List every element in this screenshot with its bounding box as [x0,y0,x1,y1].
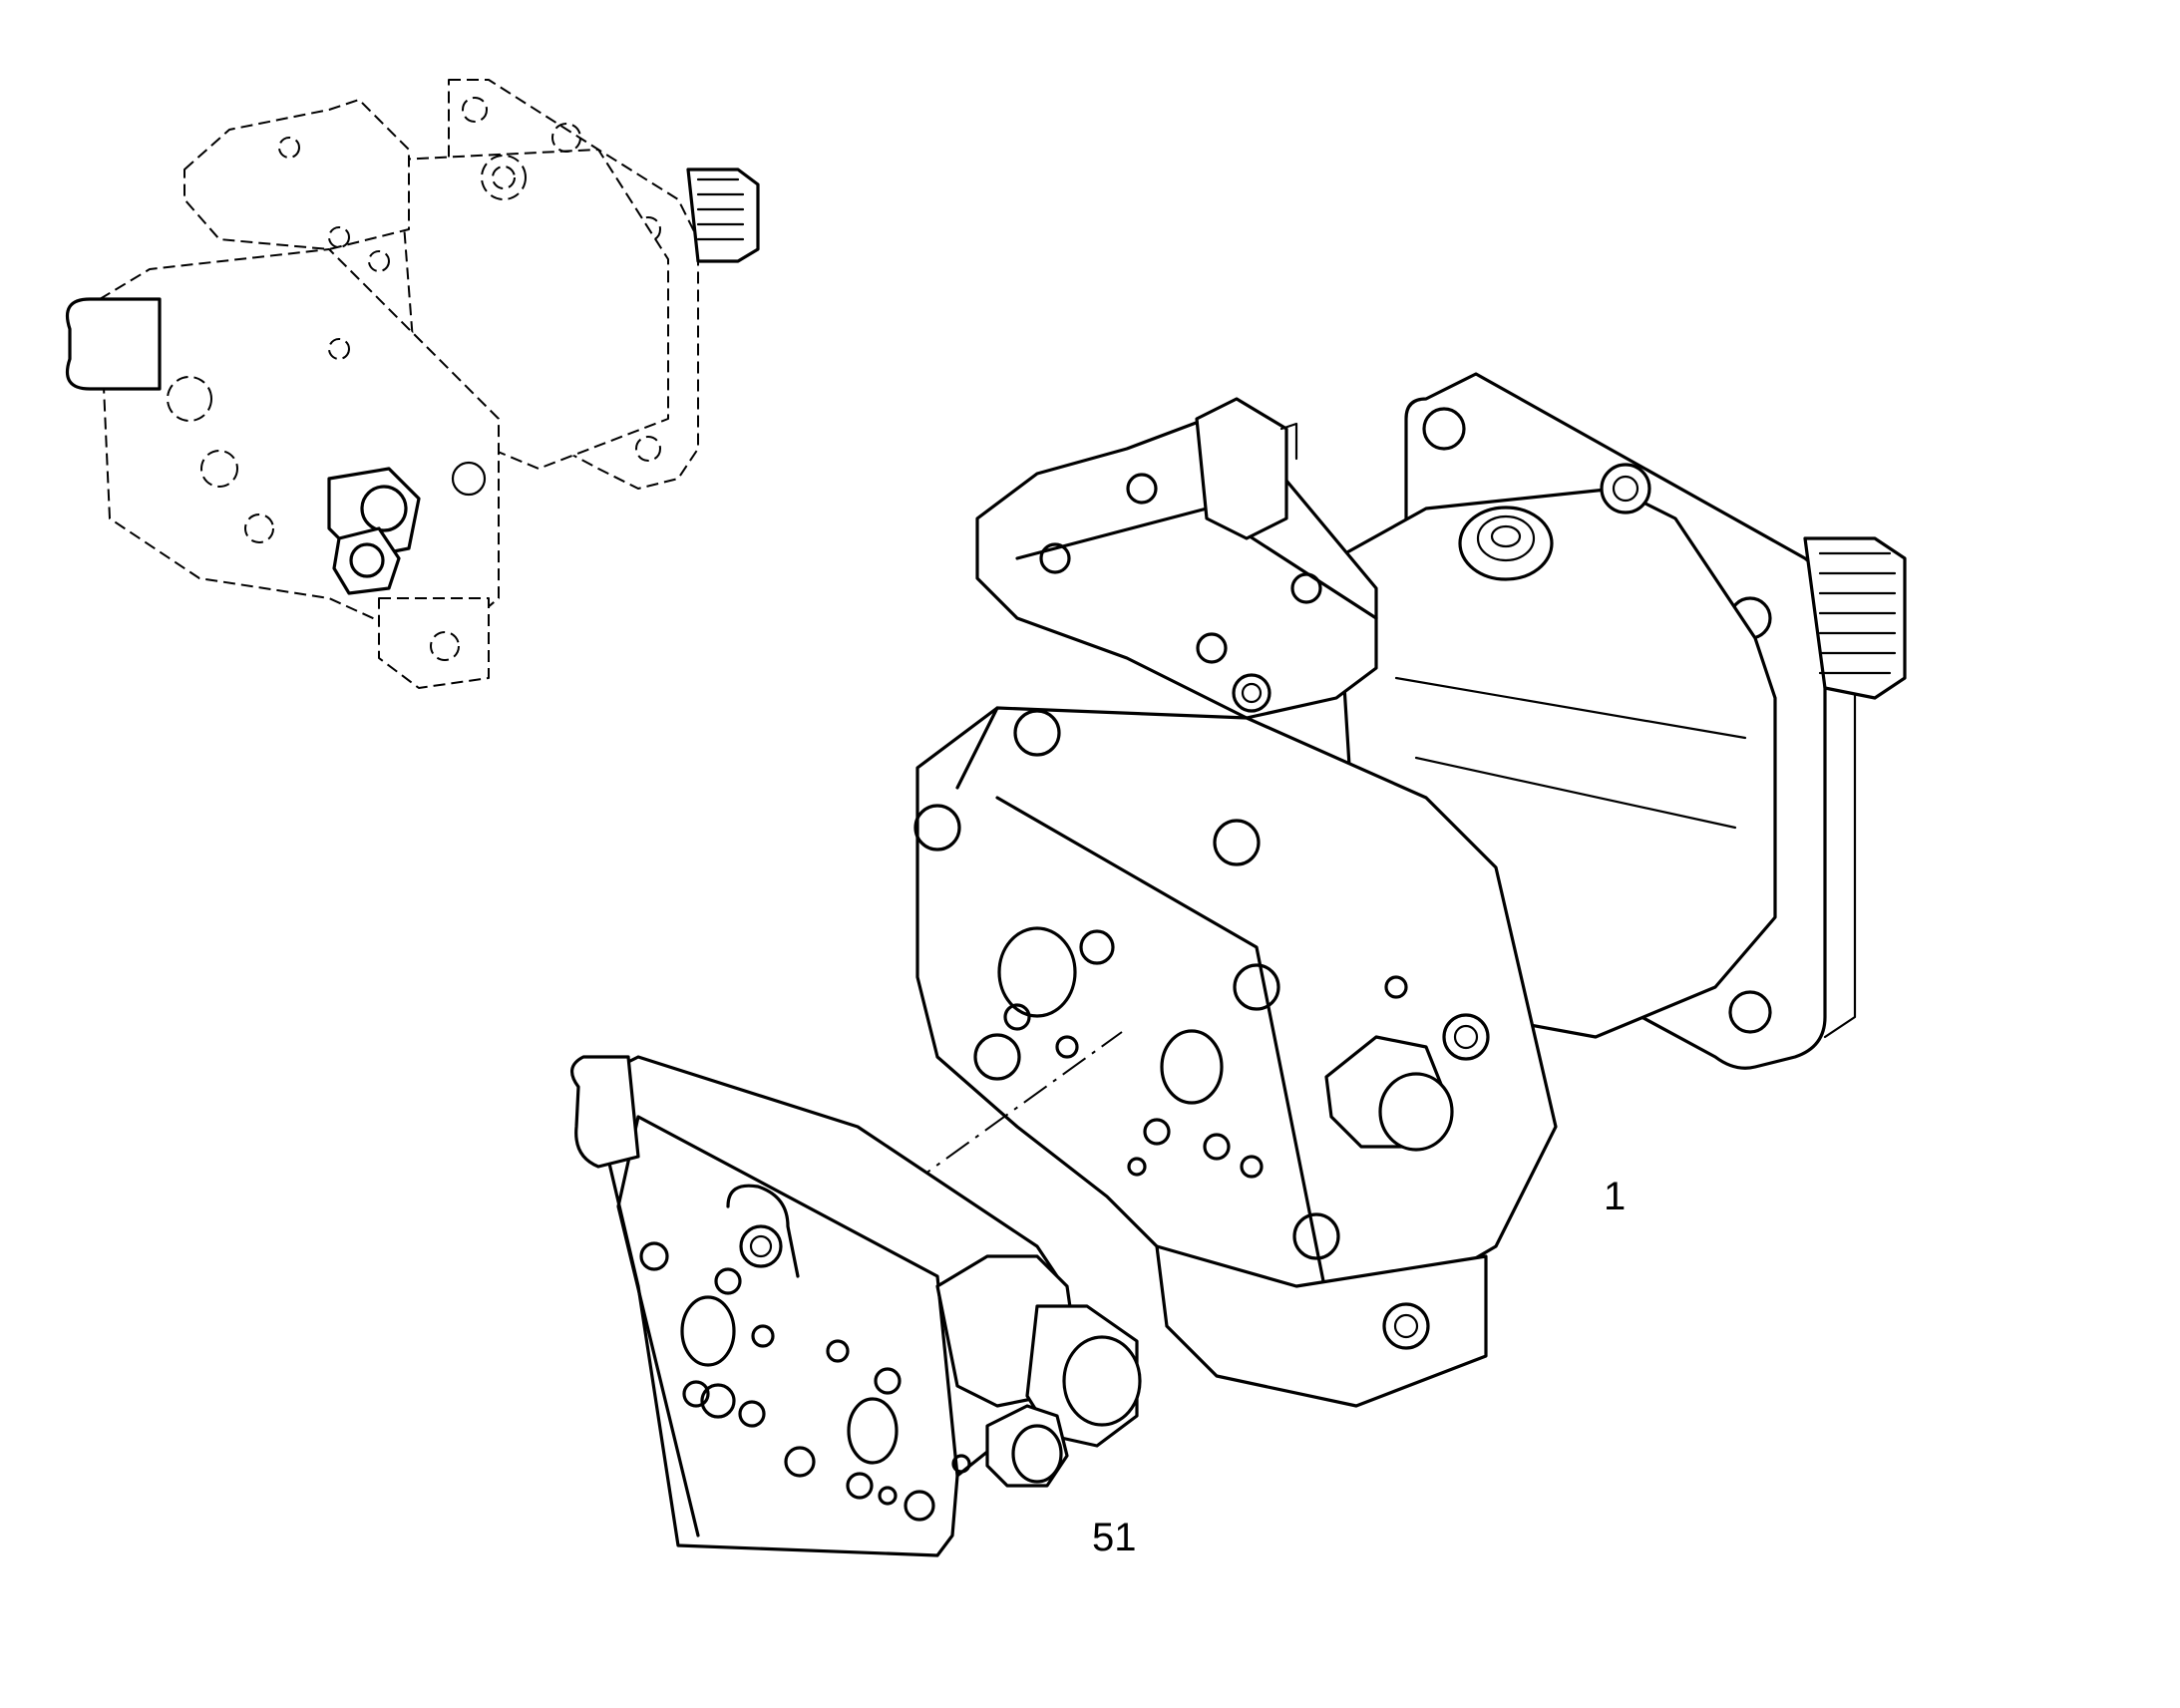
callout-part-1: 1 [1604,1175,1627,1218]
reference-assembly-icon [65,79,760,689]
valve-plate-block-icon [570,1055,1142,1557]
hydraulic-motor-unit-icon [913,372,1907,1408]
assembly-leader-line [907,1031,1123,1188]
callout-part-51: 51 [1092,1516,1137,1559]
